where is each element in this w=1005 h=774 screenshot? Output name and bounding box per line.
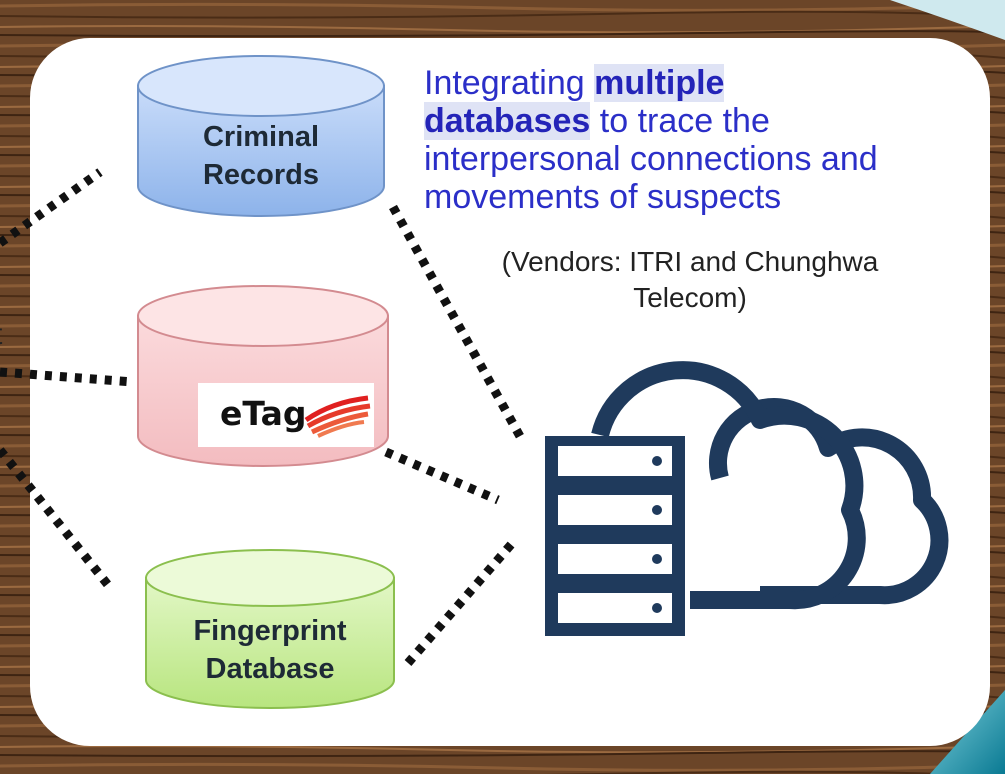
fingerprint-database-icon [145, 549, 395, 709]
connector-lines [0, 168, 526, 666]
fingerprint-line1: Fingerprint [193, 615, 347, 647]
vendors-line2: Telecom) [633, 282, 747, 313]
criminal-records-line2: Records [202, 159, 320, 191]
etag-logo: eTag [198, 383, 374, 447]
fingerprint-database-label: Fingerprint Database [160, 612, 380, 688]
vendors-line1: (Vendors: ITRI and Chunghwa [501, 246, 879, 277]
headline-part2: to trace the interpersonal connections a… [424, 102, 878, 216]
etag-logo-icon [304, 395, 371, 438]
headline: Integrating multiple databases to trace … [424, 64, 964, 216]
criminal-records-line1: Criminal [202, 121, 320, 153]
vendors-note: (Vendors: ITRI and Chunghwa Telecom) [440, 244, 940, 316]
connector-criminal-to-server [389, 204, 526, 443]
connector-left-bottom [0, 447, 112, 588]
connector-left-top [0, 168, 103, 247]
fingerprint-line2: Database [205, 653, 335, 685]
headline-emphasis-databases: databases [424, 102, 591, 140]
etag-logo-text: eTag [220, 394, 307, 433]
server-rack-icon [545, 436, 685, 636]
cloud-icon [591, 361, 949, 610]
criminal-records-label: Criminal Records [161, 118, 361, 194]
connector-left-middle [0, 367, 134, 387]
cropped-edge-text: t [0, 318, 2, 352]
connector-etag-to-server [384, 447, 500, 505]
headline-emphasis-multiple: multiple [594, 64, 725, 102]
criminal-records-database-icon [137, 55, 385, 217]
connector-fingerprint-to-server [404, 537, 519, 666]
headline-part1: Integrating [424, 64, 595, 102]
